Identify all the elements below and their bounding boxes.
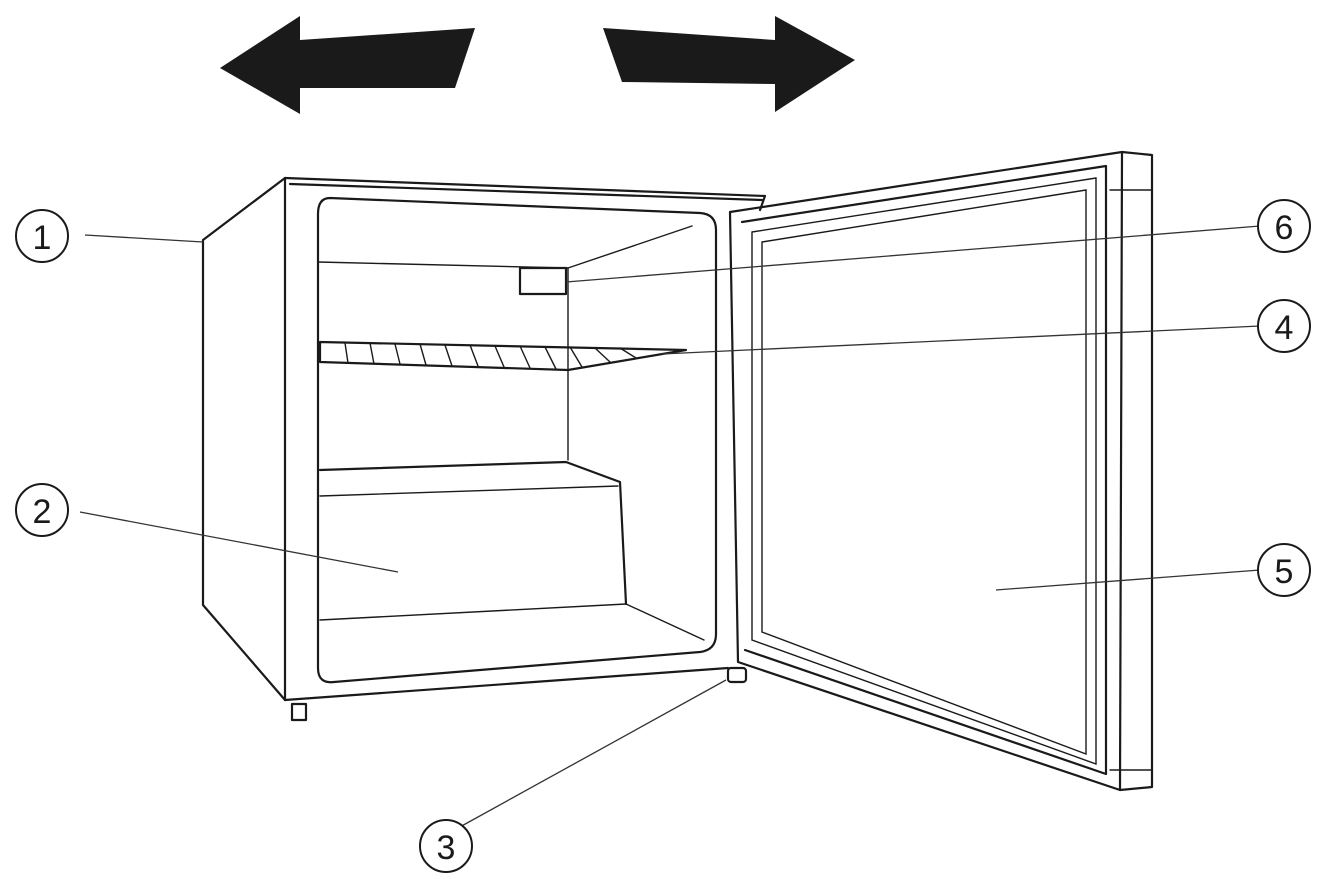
callout-label: 1 <box>33 219 52 257</box>
right-arrow-icon <box>603 16 855 112</box>
callout-3: 3 <box>419 819 473 873</box>
callout-label: 4 <box>1275 309 1294 347</box>
left-arrow-icon <box>220 16 475 114</box>
fridge-door <box>728 150 1154 792</box>
callout-label: 3 <box>437 829 456 867</box>
callout-label: 5 <box>1275 553 1294 591</box>
callout-6: 6 <box>1257 199 1311 253</box>
leader-lines <box>79 225 1261 829</box>
wire-shelf-slats <box>344 342 637 370</box>
callout-label: 2 <box>33 493 52 531</box>
callout-4: 4 <box>1257 299 1311 353</box>
fridge-cabinet <box>201 176 767 722</box>
callout-2: 2 <box>15 483 69 537</box>
callout-5: 5 <box>1257 543 1311 597</box>
callout-1: 1 <box>15 209 69 263</box>
callout-label: 6 <box>1275 209 1294 247</box>
